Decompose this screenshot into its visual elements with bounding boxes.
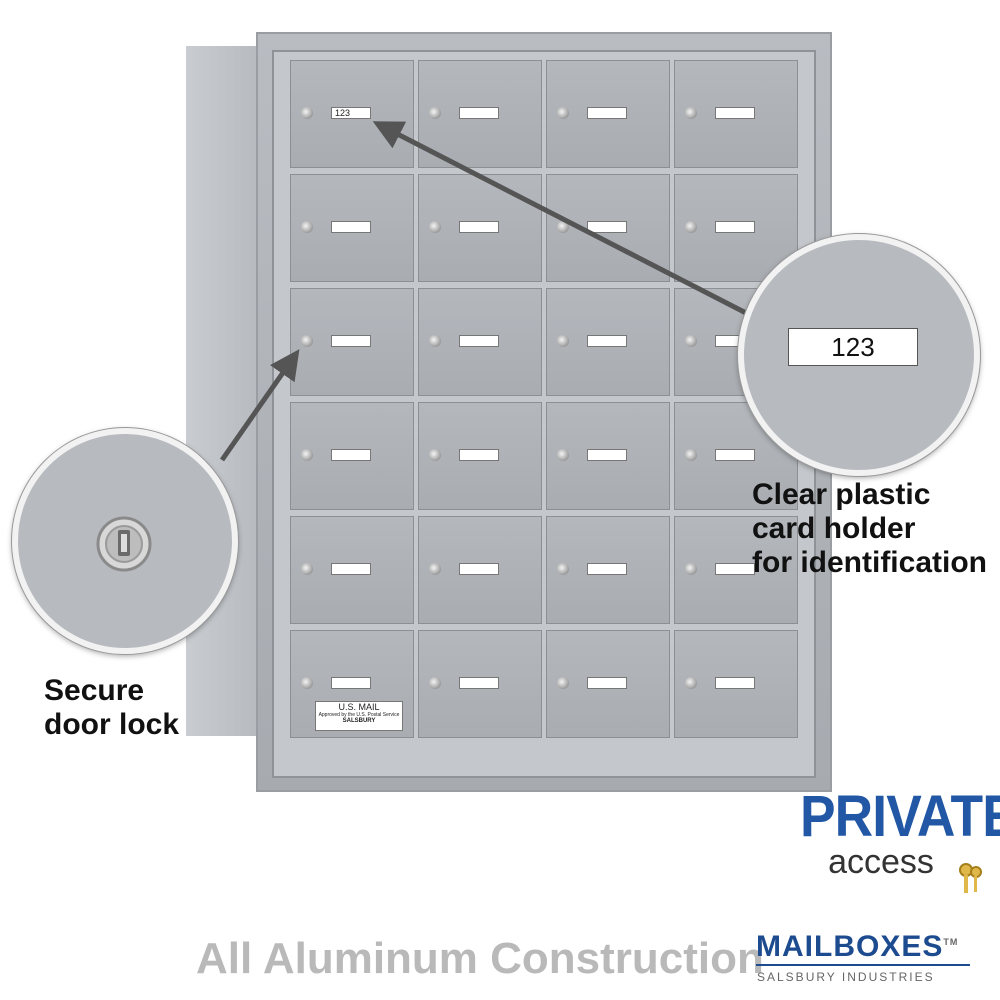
door-card-holder [715, 221, 755, 233]
mailbox-door[interactable] [546, 402, 670, 510]
door-lock-icon [301, 221, 313, 233]
label-callout-line1: Clear plastic [752, 478, 931, 511]
door-lock-icon [557, 449, 569, 461]
mailbox-door[interactable] [674, 60, 798, 168]
mailbox-door[interactable] [290, 402, 414, 510]
door-card-holder [459, 677, 499, 689]
door-card-holder [331, 449, 371, 461]
zoom-card-label: 123 [788, 328, 918, 366]
label-zoom-circle: 123 [738, 234, 980, 476]
mailbox-door[interactable]: 123 [290, 60, 414, 168]
lock-callout-text: Secure door lock [44, 674, 179, 742]
brand-logo-text: MAILBOXESTM [756, 930, 958, 964]
door-card-holder [331, 563, 371, 575]
door-lock-icon [301, 335, 313, 347]
mailbox-door[interactable] [546, 516, 670, 624]
mailbox-door[interactable] [546, 60, 670, 168]
door-lock-icon [301, 677, 313, 689]
mailbox-door[interactable] [418, 60, 542, 168]
door-lock-icon [557, 335, 569, 347]
door-card-holder [331, 221, 371, 233]
door-card-holder [331, 335, 371, 347]
door-lock-icon [301, 449, 313, 461]
mailbox-door[interactable] [418, 288, 542, 396]
door-lock-icon [429, 335, 441, 347]
door-lock-icon [429, 677, 441, 689]
lock-callout-arrow [219, 349, 300, 462]
door-card-holder [587, 677, 627, 689]
lock-callout-line2: door lock [44, 708, 180, 741]
door-card-holder [587, 107, 627, 119]
door-card-holder [587, 563, 627, 575]
door-card-holder [715, 449, 755, 461]
keys-icon [959, 863, 982, 893]
door-card-holder [715, 107, 755, 119]
door-lock-icon [557, 107, 569, 119]
door-card-holder [459, 335, 499, 347]
door-lock-icon [685, 221, 697, 233]
door-lock-icon [429, 563, 441, 575]
door-lock-icon [429, 449, 441, 461]
door-lock-icon [429, 221, 441, 233]
mailbox-door[interactable] [418, 174, 542, 282]
door-lock-icon [685, 107, 697, 119]
door-lock-icon [557, 563, 569, 575]
door-lock-icon [429, 107, 441, 119]
brand-trademark: TM [943, 937, 959, 947]
door-lock-icon [685, 449, 697, 461]
door-card-holder [587, 221, 627, 233]
mailbox-door[interactable] [418, 516, 542, 624]
brand-logo-name: MAILBOXES [756, 930, 944, 963]
door-card-holder [587, 449, 627, 461]
footer-construction-text: All Aluminum Construction [196, 934, 764, 983]
mailbox-door[interactable] [674, 516, 798, 624]
usmail-title: U.S. MAIL [338, 702, 380, 712]
label-callout-arrow [372, 121, 750, 317]
mailbox-door[interactable] [546, 288, 670, 396]
mailbox-door[interactable] [674, 630, 798, 738]
brand-underline [756, 964, 970, 966]
private-badge-subtitle: access [828, 843, 934, 881]
door-card-holder [715, 677, 755, 689]
private-badge-title: PRIVATE [800, 784, 1000, 849]
mailbox-door[interactable] [290, 288, 414, 396]
door-lock-icon [685, 335, 697, 347]
door-card-holder [331, 677, 371, 689]
door-card-holder [459, 107, 499, 119]
door-card-holder [587, 335, 627, 347]
door-lock-icon [685, 677, 697, 689]
label-callout-line2: card holder [752, 512, 916, 545]
lock-icon [96, 516, 152, 572]
lock-callout-line1: Secure [44, 674, 145, 707]
door-lock-icon [301, 107, 313, 119]
door-card-holder [459, 449, 499, 461]
label-callout-line3: for identification [752, 546, 987, 579]
mailbox-door[interactable] [418, 630, 542, 738]
door-card-holder [459, 563, 499, 575]
door-lock-icon [685, 563, 697, 575]
door-lock-icon [557, 221, 569, 233]
door-card-holder: 123 [331, 107, 371, 119]
brand-subtitle: SALSBURY INDUSTRIES [757, 970, 935, 984]
door-lock-icon [301, 563, 313, 575]
mailbox-door[interactable] [418, 402, 542, 510]
usmail-brand: SALSBURY [342, 718, 376, 724]
lock-zoom-circle [12, 428, 238, 654]
door-lock-icon [557, 677, 569, 689]
mailbox-door[interactable] [290, 516, 414, 624]
mailbox-door[interactable] [546, 630, 670, 738]
door-card-holder [459, 221, 499, 233]
label-callout-text: Clear plastic card holder for identifica… [752, 478, 987, 580]
mailbox-door[interactable] [290, 174, 414, 282]
door-card-holder [715, 563, 755, 575]
usmail-approval: Approved by the U.S. Postal Service [318, 712, 400, 718]
